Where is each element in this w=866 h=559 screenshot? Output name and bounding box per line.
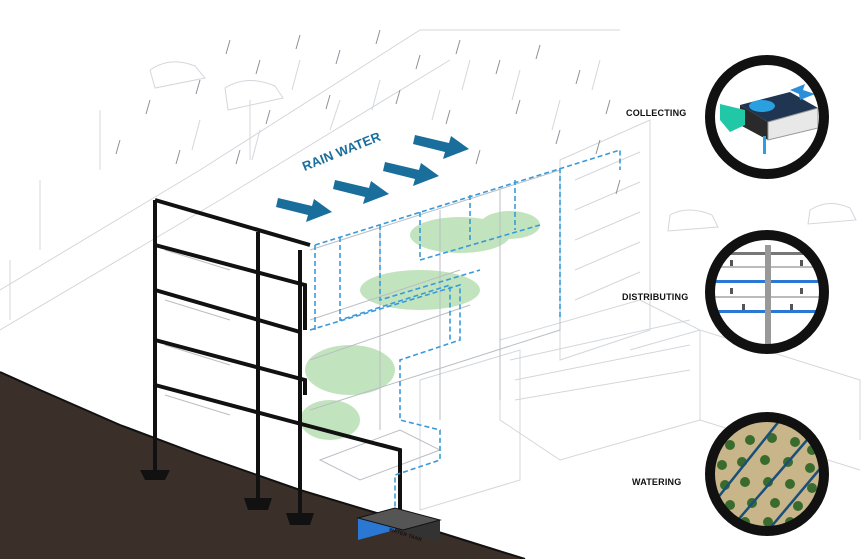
stage-label-collecting: COLLECTING	[626, 108, 687, 118]
rainwater-pipes	[310, 150, 620, 520]
distributing-detail-circle	[700, 234, 840, 350]
collecting-detail-circle	[709, 59, 825, 175]
rain-drops	[116, 30, 620, 194]
watering-detail-circle	[700, 416, 840, 540]
ground-section	[0, 372, 525, 559]
stage-label-distributing: DISTRIBUTING	[622, 292, 688, 302]
stage-label-watering: WATERING	[632, 477, 681, 487]
